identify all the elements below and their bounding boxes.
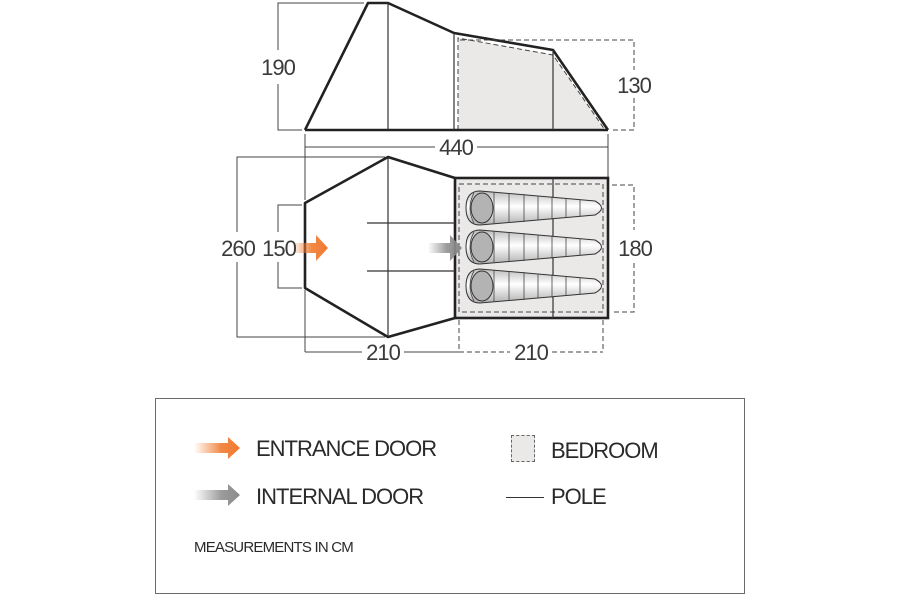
dim-180-label: 180 (618, 236, 652, 261)
dim-130-label: 130 (617, 73, 651, 98)
sleeping-bags (465, 190, 602, 304)
bedroom-swatch-icon (511, 435, 535, 462)
dim-150-label: 150 (262, 236, 296, 261)
legend: ENTRANCE DOOR INTERNAL DOOR BEDROOM POLE… (155, 398, 745, 594)
internal-door-arrow-icon (194, 484, 240, 506)
dim-210-bedroom-label: 210 (514, 340, 548, 365)
dim-260-label: 260 (221, 236, 255, 261)
dim-150-bracket (277, 204, 302, 232)
dim-130-bracket (460, 39, 635, 70)
entrance-door-label: ENTRANCE DOOR (256, 436, 437, 461)
side-bedroom-area (458, 38, 605, 130)
tent-diagram: 190 130 440 (221, 1, 654, 365)
pole-label: POLE (551, 484, 607, 509)
internal-door-label: INTERNAL DOOR (256, 484, 424, 509)
side-outline (303, 1, 610, 131)
dim-180-bracket (612, 184, 635, 230)
bedroom-label: BEDROOM (551, 438, 659, 463)
dim-440-label: 440 (439, 135, 473, 160)
entrance-arrow-icon (292, 235, 328, 261)
dim-210-porch-label: 210 (366, 340, 400, 365)
floor-plan: 260 150 180 210 210 (221, 155, 654, 365)
dim-190-bracket (277, 2, 364, 50)
side-view: 190 130 440 (261, 1, 653, 200)
pole-line-icon (506, 497, 544, 498)
dim-190-label: 190 (261, 55, 295, 80)
entrance-door-arrow-icon (194, 437, 240, 459)
dim-260-bracket (236, 156, 385, 232)
measurements-note: MEASUREMENTS IN CM (194, 539, 354, 556)
internal-arrow-icon (428, 235, 462, 261)
